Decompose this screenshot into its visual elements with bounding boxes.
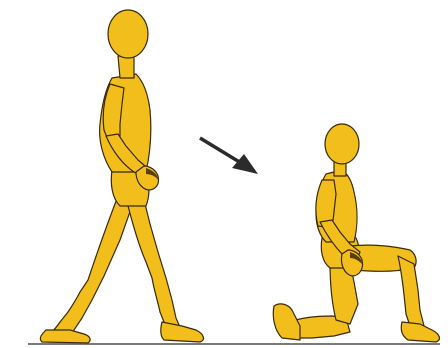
standing-back-thigh <box>46 196 132 340</box>
standing-front-foot <box>161 322 204 342</box>
kneeling-front-foot <box>401 322 439 342</box>
standing-back-foot <box>40 330 90 343</box>
standing-neck <box>118 56 134 78</box>
kneeling-head <box>325 124 359 164</box>
arrow-head <box>232 154 258 174</box>
kneeling-front-shin <box>398 256 424 326</box>
standing-front-leg <box>126 198 182 332</box>
standing-figure <box>40 10 203 343</box>
kneeling-figure <box>273 124 439 342</box>
arrow-right-down-icon <box>200 138 258 174</box>
standing-head <box>108 10 148 58</box>
kneeling-back-foot <box>273 304 300 340</box>
